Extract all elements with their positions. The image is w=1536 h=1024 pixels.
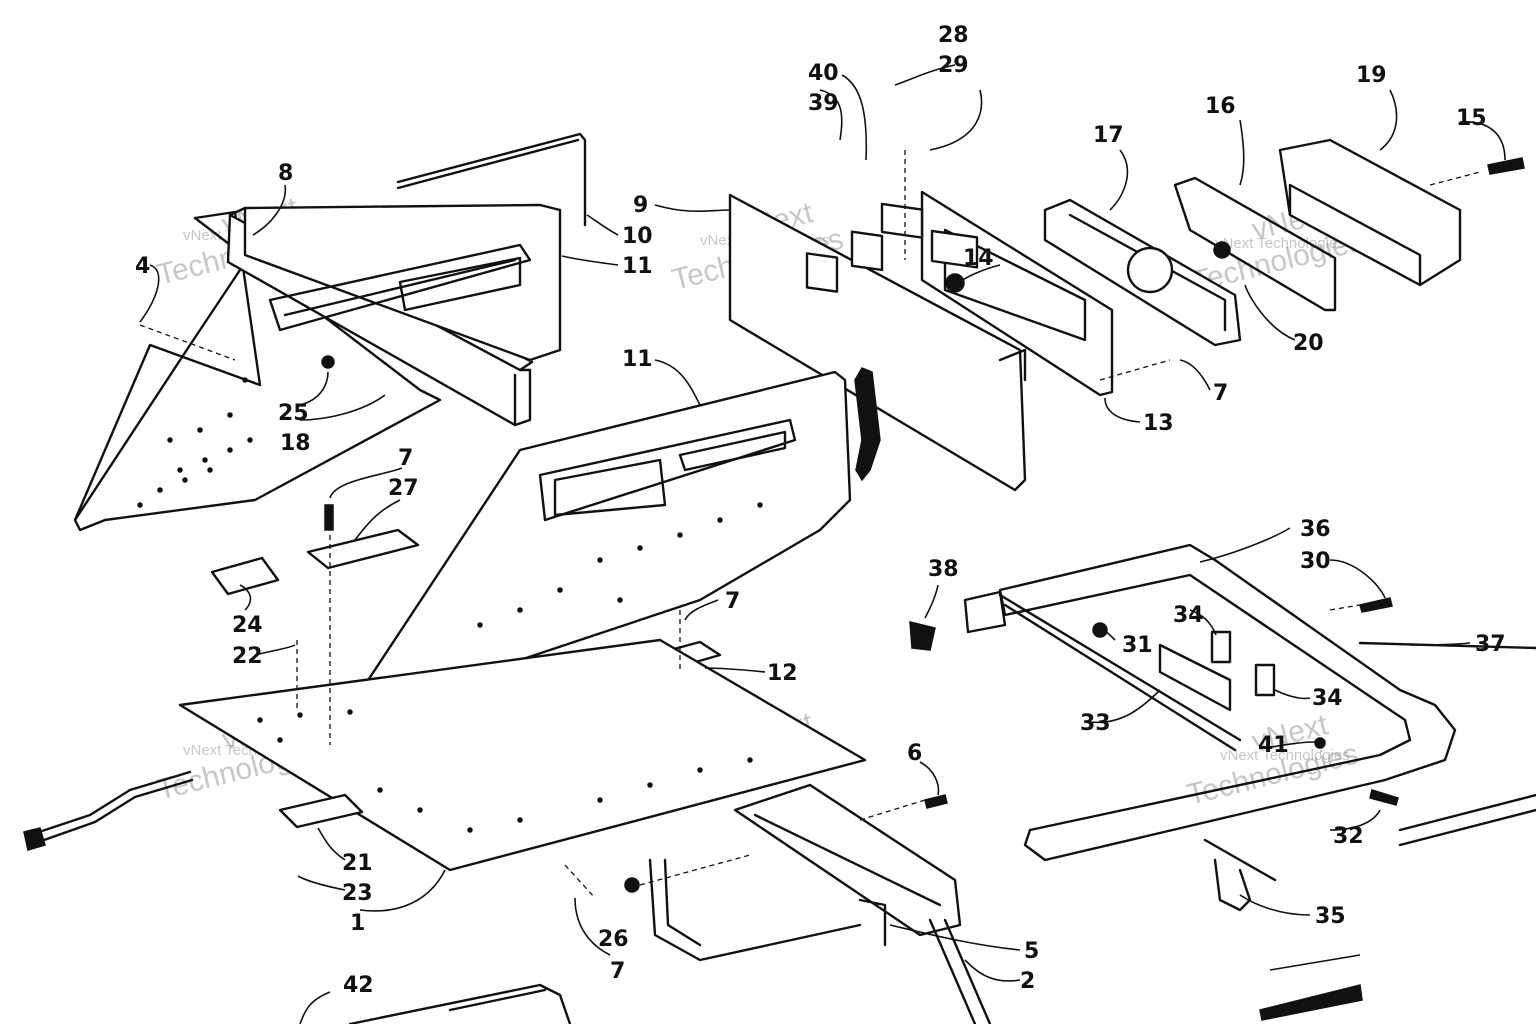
bracket-parts	[1210, 630, 1276, 697]
callout-4: 4	[135, 254, 150, 279]
callout-34: 34	[1173, 603, 1204, 628]
callout-12: 12	[767, 661, 798, 686]
light-cover-part	[1278, 138, 1462, 287]
callout-38: 38	[928, 557, 959, 582]
callout-9: 9	[633, 193, 648, 218]
callout-23: 23	[342, 881, 373, 906]
callout-22: 22	[232, 644, 263, 669]
callout-25: 25	[278, 401, 309, 426]
callout-32: 32	[1333, 824, 1364, 849]
callout-19: 19	[1356, 63, 1387, 88]
callout-16: 16	[1205, 94, 1236, 119]
callout-14: 14	[963, 246, 994, 271]
callout-2: 2	[1020, 969, 1035, 994]
callout-7: 7	[725, 589, 740, 614]
tail-light-housing-part	[1043, 198, 1242, 347]
callout-labels: 1 2 4 5 6 7 7 7 7 8 9 10 11 11 12 13 14 …	[135, 23, 1506, 998]
callout-10: 10	[622, 224, 653, 249]
callout-13: 13	[1143, 411, 1174, 436]
callout-39: 39	[808, 91, 839, 116]
small-block-parts	[210, 528, 420, 829]
partial-part-42	[348, 983, 572, 1024]
callout-5: 5	[1024, 939, 1039, 964]
wire-harness-part	[23, 770, 194, 851]
floor-plate-part	[178, 638, 867, 872]
callout-1: 1	[350, 911, 365, 936]
assembly-lines	[139, 150, 1481, 899]
hardware-parts	[321, 157, 1525, 893]
callout-20: 20	[1293, 331, 1324, 356]
callout-42: 42	[343, 973, 374, 998]
callout-30: 30	[1300, 549, 1331, 574]
watermark-text: vNext Technologies	[1220, 747, 1350, 764]
rear-plate-part	[1259, 641, 1536, 1021]
callout-41: 41	[1258, 733, 1289, 758]
callout-27: 27	[388, 476, 419, 501]
callout-7: 7	[398, 446, 413, 471]
hitch-part	[1203, 838, 1277, 912]
callout-31: 31	[1122, 633, 1153, 658]
callout-8: 8	[278, 161, 293, 186]
lower-bracket-part	[648, 783, 992, 1024]
callout-29: 29	[938, 53, 969, 78]
callout-7: 7	[1213, 381, 1228, 406]
callout-18: 18	[280, 431, 311, 456]
callout-37: 37	[1475, 632, 1506, 657]
lens-part	[1173, 176, 1337, 312]
callout-26: 26	[598, 927, 629, 952]
callout-35: 35	[1315, 904, 1346, 929]
rear-panel-part	[728, 193, 1027, 492]
callout-36: 36	[1300, 517, 1331, 542]
callout-15: 15	[1456, 106, 1487, 131]
callout-6: 6	[907, 741, 922, 766]
callout-11: 11	[622, 347, 653, 372]
bumper-frame-part	[963, 543, 1457, 862]
callout-11: 11	[622, 254, 653, 279]
decal-parts	[805, 202, 979, 293]
bent-rod-part	[396, 132, 587, 227]
callout-28: 28	[938, 23, 969, 48]
callout-17: 17	[1093, 123, 1124, 148]
left-side-panel-part	[73, 210, 442, 532]
watermark-text: vNext Technologies	[1215, 235, 1345, 252]
callout-33: 33	[1080, 711, 1111, 736]
mounting-plate-part	[998, 593, 1242, 752]
callout-34: 34	[1312, 686, 1343, 711]
upper-panel-part	[243, 203, 562, 362]
callout-40: 40	[808, 61, 839, 86]
callout-21: 21	[342, 851, 373, 876]
callout-24: 24	[232, 613, 263, 638]
leader-lines	[139, 64, 1506, 1024]
callout-7: 7	[610, 959, 625, 984]
